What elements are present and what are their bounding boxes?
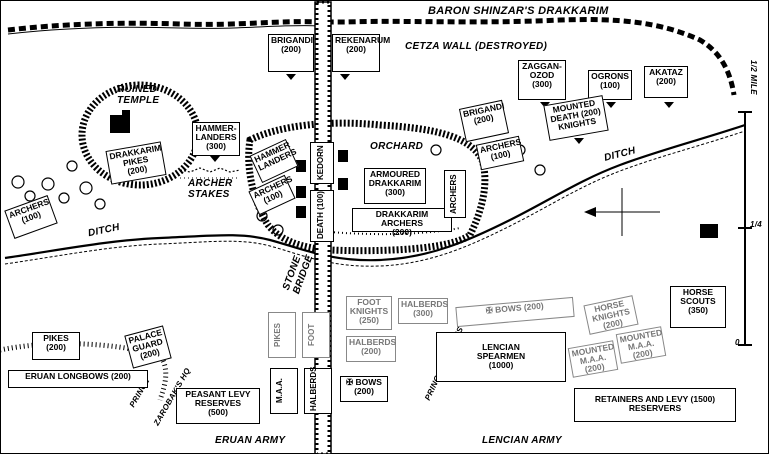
unit-foot-knights-column: FOOT xyxy=(302,312,330,358)
building-east xyxy=(700,224,718,238)
unit-ogrons: OGRONS(100) xyxy=(588,70,632,100)
stakes-label: ARCHER STAKES xyxy=(188,178,233,200)
unit-kedorn: KEDORN xyxy=(310,142,334,184)
unit-halberds-column: HALBERDS xyxy=(304,367,332,414)
unit-eruan-longbows: ERUAN LONGBOWS (200) xyxy=(8,370,148,388)
orchard-label: ORCHARD xyxy=(370,141,424,152)
compass-icon xyxy=(586,188,660,236)
temple-label: RUINED TEMPLE xyxy=(117,84,160,106)
unit-archers-orchard: ARCHERS xyxy=(444,170,466,218)
unit-brigandi-north: BRIGANDI(200) xyxy=(268,34,314,72)
archer-stakes xyxy=(179,167,241,173)
scale-bar xyxy=(738,111,752,346)
drakkarim-label: BARON SHINZAR'S DRAKKARIM xyxy=(428,5,609,17)
unit-death-knights-bridge: DEATH (100) xyxy=(310,190,334,242)
unit-hammerlanders-west: HAMMER-LANDERS(300) xyxy=(192,122,240,156)
eruan-army-label: ERUAN ARMY xyxy=(215,435,286,446)
trees xyxy=(11,144,546,236)
unit-eruan-pikes: PIKES(200) xyxy=(32,332,80,360)
ditch xyxy=(4,123,746,262)
unit-drakkarim-archers: DRAKKARIM ARCHERS(200) xyxy=(352,208,452,237)
scale-zero-label: 0 xyxy=(735,338,740,347)
cetza-wall xyxy=(7,17,737,96)
wall-label: CETZA WALL (DESTROYED) xyxy=(405,41,548,52)
unit-retainers-levy: RETAINERS AND LEVY (1500)RESERVERS xyxy=(574,388,736,422)
building xyxy=(296,160,306,172)
orchard-hill xyxy=(245,119,489,255)
unit-halberds-200: HALBERDS(200) xyxy=(346,336,396,362)
unit-halberds-300: HALBERDS(300) xyxy=(398,298,448,324)
unit-pikes-column: PIKES xyxy=(268,312,296,358)
lencian-army-label: LENCIAN ARMY xyxy=(482,435,562,446)
unit-zaggan-ozod: ZAGGAN-OZOD(300) xyxy=(518,60,566,100)
unit-maa-column: M.A.A. xyxy=(270,368,298,414)
unit-bows-200-south: ✠ BOWS(200) xyxy=(340,376,388,402)
unit-akataz: AKATAZ(200) xyxy=(644,66,688,98)
temple-ruin xyxy=(110,115,130,133)
scale-quarter-label: 1/4 xyxy=(750,220,763,229)
unit-rekenarum: REKENARUM(200) xyxy=(332,34,390,72)
scale-half-label: 1/2 MILE xyxy=(749,60,758,95)
